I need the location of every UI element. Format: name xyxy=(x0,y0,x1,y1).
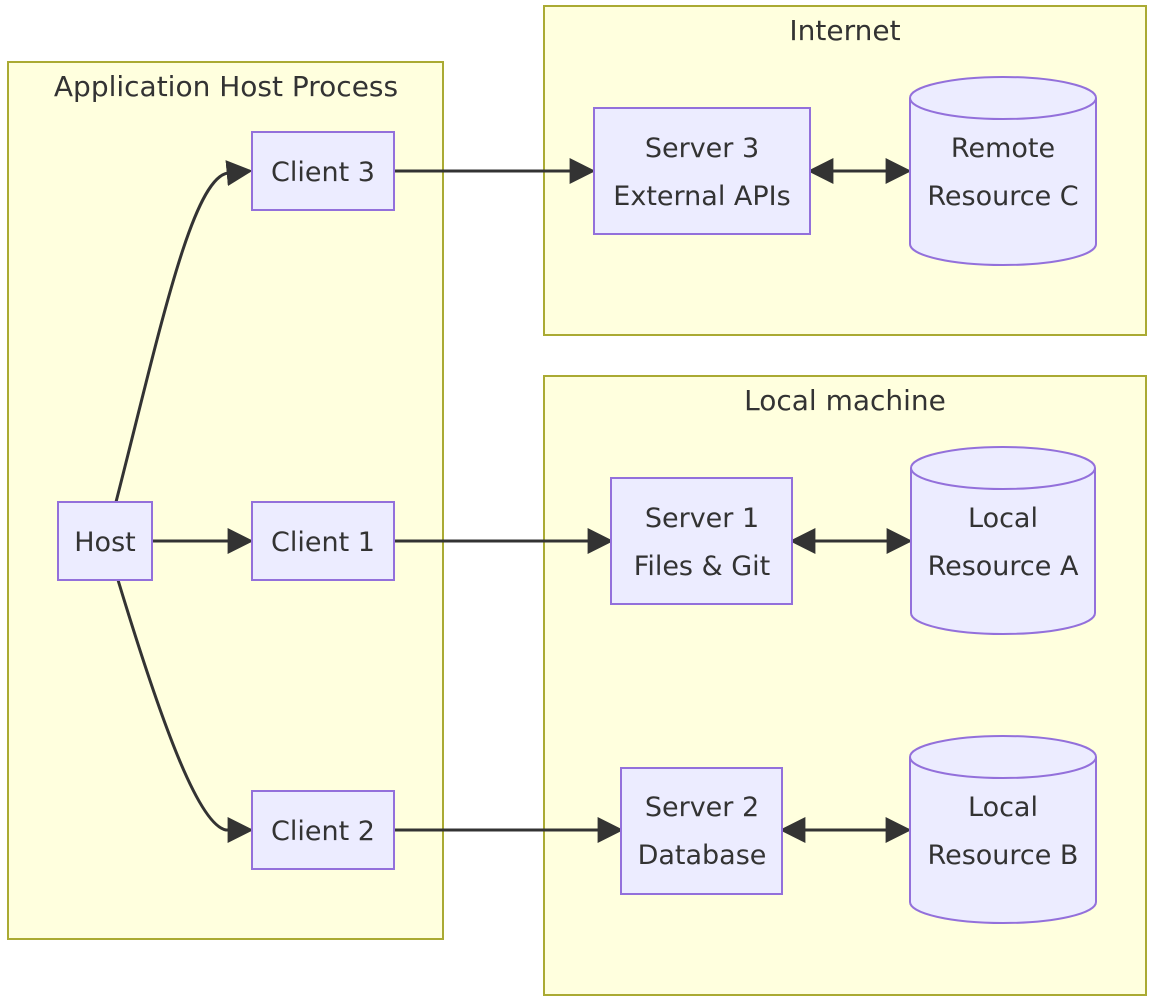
node-resource-a: Local Resource A xyxy=(910,446,1096,635)
node-resource-a-line1: Local xyxy=(968,503,1038,534)
node-client3: Client 3 xyxy=(251,131,395,211)
node-server2: Server 2 Database xyxy=(620,767,783,895)
node-server2-line2: Database xyxy=(638,840,767,871)
node-host: Host xyxy=(57,501,153,581)
edge-host-client3 xyxy=(114,160,253,503)
edge-host-client2 xyxy=(116,579,254,843)
node-server1: Server 1 Files & Git xyxy=(610,477,793,605)
node-client2-label: Client 2 xyxy=(271,816,375,847)
node-server1-line2: Files & Git xyxy=(634,551,770,582)
node-resource-c: Remote Resource C xyxy=(909,76,1097,266)
group-label-app: Application Host Process xyxy=(54,70,398,103)
node-server2-line1: Server 2 xyxy=(645,792,759,823)
node-resource-b: Local Resource B xyxy=(909,735,1097,924)
node-client3-label: Client 3 xyxy=(271,157,375,188)
node-resource-b-line1: Local xyxy=(968,792,1038,823)
node-server3-line2: External APIs xyxy=(613,181,790,212)
node-server3-line1: Server 3 xyxy=(645,133,759,164)
node-server1-line1: Server 1 xyxy=(645,503,759,534)
node-client1: Client 1 xyxy=(251,501,395,581)
node-resource-c-line2: Resource C xyxy=(927,181,1078,212)
node-client1-label: Client 1 xyxy=(271,527,375,558)
group-label-internet: Internet xyxy=(789,14,900,47)
node-resource-b-line2: Resource B xyxy=(928,840,1079,871)
node-resource-a-line2: Resource A xyxy=(928,551,1079,582)
node-client2: Client 2 xyxy=(251,790,395,870)
node-resource-c-line1: Remote xyxy=(951,133,1055,164)
node-host-label: Host xyxy=(74,527,135,558)
node-server3: Server 3 External APIs xyxy=(593,107,811,235)
group-label-local: Local machine xyxy=(744,384,946,417)
